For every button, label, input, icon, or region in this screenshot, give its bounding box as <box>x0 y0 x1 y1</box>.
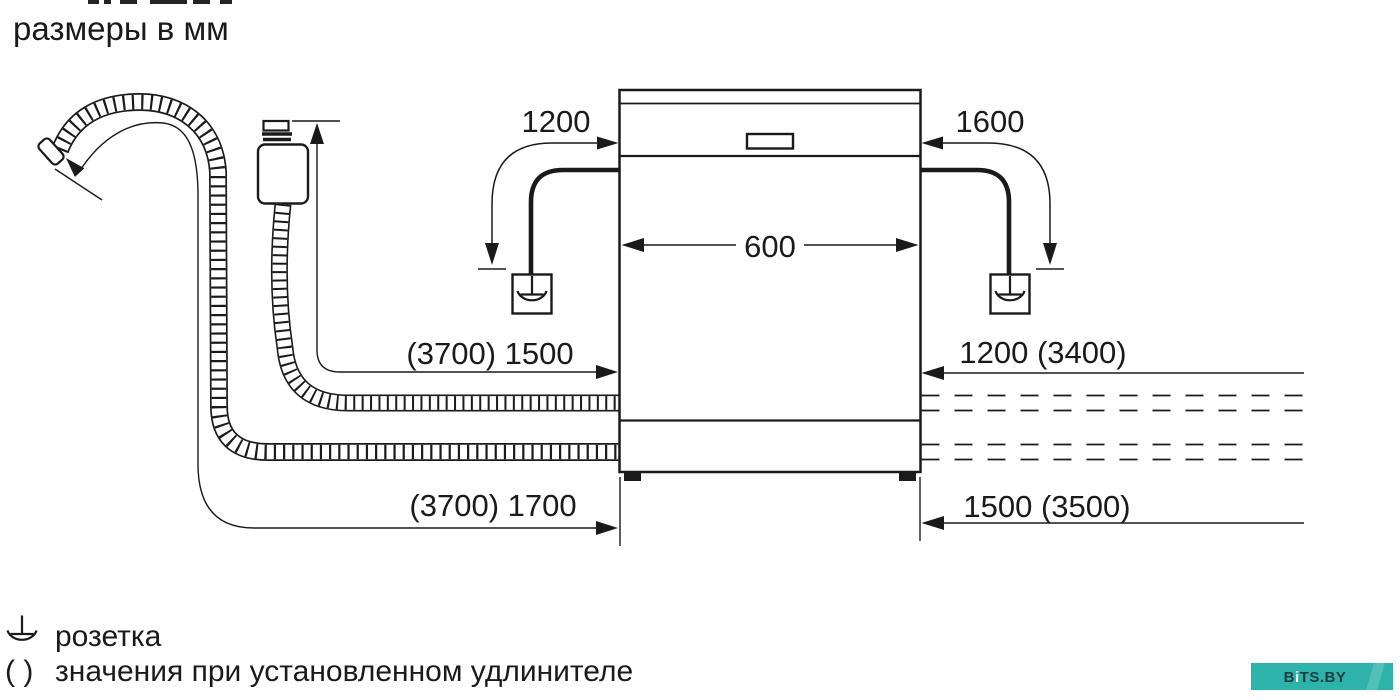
dim-label-width: 600 <box>744 229 796 264</box>
width-dimension <box>621 238 919 252</box>
watermark-swoosh <box>1366 663 1385 690</box>
page-title: размеры в мм <box>13 10 229 47</box>
door-handle <box>745 132 795 150</box>
left-cord-dimension <box>478 136 619 270</box>
drain-hose-end-cap <box>37 137 65 166</box>
drain-length-leader <box>54 121 621 546</box>
legend-socket-label: розетка <box>55 620 162 653</box>
power-cord-left <box>528 167 620 274</box>
right-lower-dimension <box>919 477 1304 541</box>
legend: розетка ( ) значения при установленном у… <box>5 615 633 688</box>
supply-length-leader <box>292 120 618 379</box>
aquastop-valve <box>256 143 310 205</box>
dim-label-drain-right: 1500 (3500) <box>963 489 1130 524</box>
right-upper-dimension <box>921 366 1304 380</box>
watermark: BiTS.BY <box>1251 663 1393 690</box>
watermark-background <box>1251 663 1393 690</box>
socket-icon-left <box>511 273 553 315</box>
legend-parentheses-note: значения при установленном удлинителе <box>55 655 633 688</box>
watermark-text: BiTS.BY <box>1284 669 1347 686</box>
dishwasher <box>618 88 922 481</box>
right-cord-dimension <box>921 136 1064 270</box>
tap-connector <box>262 119 292 142</box>
socket-icon-right <box>989 273 1031 315</box>
foot-left <box>624 472 641 481</box>
dim-label-cord-right: 1600 <box>956 104 1025 139</box>
dashed-hose-extensions <box>921 394 1304 461</box>
socket-icon <box>6 615 38 641</box>
watermark-suffix: TS.BY <box>1300 669 1347 686</box>
legend-parentheses-symbol: ( ) <box>5 655 33 688</box>
watermark-middle: i <box>1295 669 1300 686</box>
foot-right <box>899 472 916 481</box>
watermark-prefix: B <box>1284 669 1295 686</box>
dim-label-supply-right: 1200 (3400) <box>959 335 1126 370</box>
dim-label-supply-left: (3700) 1500 <box>406 336 573 371</box>
dim-label-drain-left: (3700) 1700 <box>409 488 576 523</box>
dim-label-cord-left: 1200 <box>522 104 591 139</box>
cropped-text-artifact <box>88 0 232 4</box>
power-cord-right <box>920 167 1012 274</box>
drain-hose <box>51 92 619 461</box>
supply-hose <box>270 203 619 412</box>
